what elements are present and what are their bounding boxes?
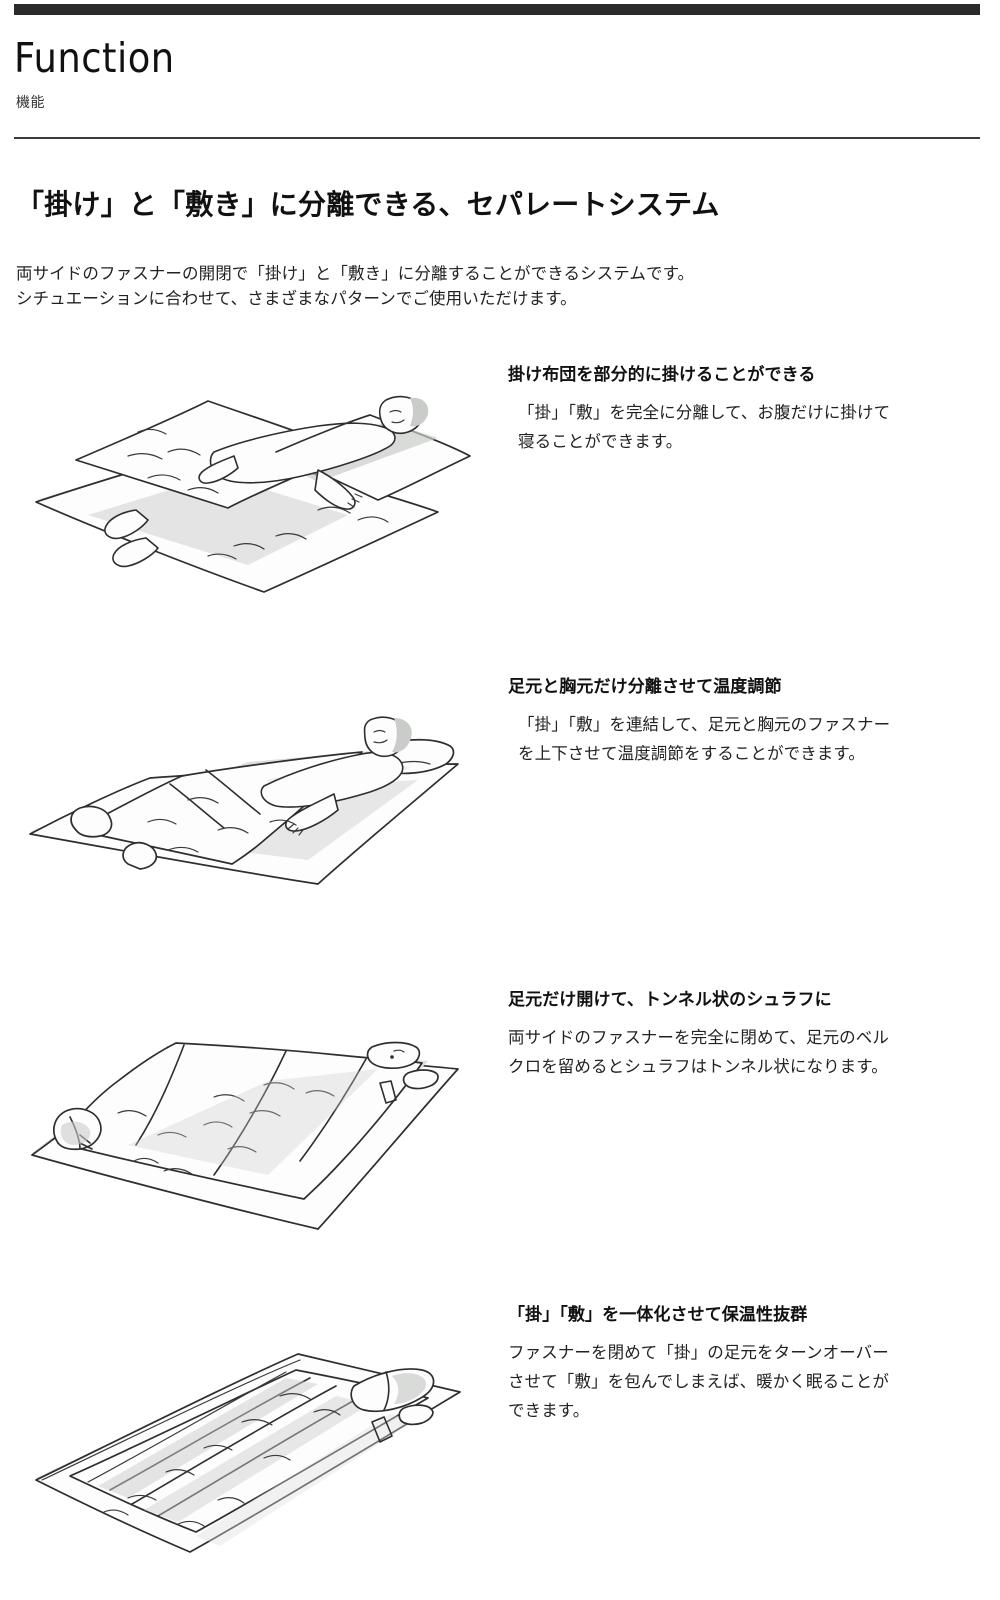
feature-body-4-line-1: ファスナーを閉めて「掛」の足元をターンオーバー <box>508 1344 889 1362</box>
page-title: Function <box>14 34 175 82</box>
page-subtitle: 機能 <box>16 94 45 110</box>
feature-title-4: 「掛」「敷」を一体化させて保温性抜群 <box>508 1305 808 1324</box>
lead-description: 両サイドのファスナーの開閉で「掛け」と「敷き」に分離することができるシステムです… <box>16 262 694 312</box>
feature-body-1-line-1: 「掛」「敷」を完全に分離して、お腹だけに掛けて <box>518 404 891 422</box>
feature-text-4: 「掛」「敷」を一体化させて保温性抜群 ファスナーを閉めて「掛」の足元をターンオー… <box>508 1300 978 1426</box>
feature-body-4-line-3: できます。 <box>508 1402 590 1420</box>
feature-text-1: 掛け布団を部分的に掛けることができる 「掛」「敷」を完全に分離して、お腹だけに掛… <box>508 360 978 457</box>
feature-body-4-line-2: させて「敷」を包んでしまえば、暖かく眠ることが <box>508 1373 889 1391</box>
tunnel-sleeping-bag-sketch-svg <box>31 1041 459 1230</box>
feature-title-3: 足元だけ開けて、トンネル状のシュラフに <box>508 990 832 1009</box>
lead-heading: 「掛け」と「敷き」に分離できる、セパレートシステム <box>16 189 720 220</box>
feature-body-2-line-1: 「掛」「敷」を連結して、足元と胸元のファスナー <box>518 716 891 734</box>
feature-text-3: 足元だけ開けて、トンネル状のシュラフに 両サイドのファスナーを完全に閉めて、足元… <box>508 985 978 1082</box>
feature-body-3-line-2: クロを留めるとシュラフはトンネル状になります。 <box>508 1058 888 1076</box>
feature-body-3-line-1: 両サイドのファスナーを完全に閉めて、足元のベル <box>508 1029 889 1047</box>
feature-text-2: 足元と胸元だけ分離させて温度調節 「掛」「敷」を連結して、足元と胸元のファスナー… <box>508 672 978 769</box>
feature-title-1: 掛け布団を部分的に掛けることができる <box>508 365 816 384</box>
feature-body-2: 「掛」「敷」を連結して、足元と胸元のファスナー を上下させて温度調節をすることが… <box>508 711 978 769</box>
turned-over-sleeping-bag-sketch-svg <box>35 1353 461 1553</box>
illustration-tunnel-sleeping-bag <box>18 985 488 1240</box>
lead-description-line-2: シチュエーションに合わせて、さまざまなパターンでご使用いただけます。 <box>16 290 577 308</box>
feature-body-1-line-2: 寝ることができます。 <box>518 433 683 451</box>
feature-body-2-line-2: を上下させて温度調節をすることができます。 <box>518 745 865 763</box>
header-divider <box>14 137 980 139</box>
illustration-separate-futon <box>18 360 488 610</box>
illustration-linked-futon <box>18 672 488 912</box>
feature-title-2: 足元と胸元だけ分離させて温度調節 <box>508 677 782 696</box>
lead-description-line-1: 両サイドのファスナーの開閉で「掛け」と「敷き」に分離することができるシステムです… <box>16 265 695 283</box>
feature-body-4: ファスナーを閉めて「掛」の足元をターンオーバー させて「敷」を包んでしまえば、暖… <box>508 1339 978 1426</box>
top-accent-bar <box>14 4 980 15</box>
feature-body-3: 両サイドのファスナーを完全に閉めて、足元のベル クロを留めるとシュラフはトンネル… <box>508 1024 978 1082</box>
linked-futon-sketch-svg <box>29 716 459 885</box>
feature-body-1: 「掛」「敷」を完全に分離して、お腹だけに掛けて 寝ることができます。 <box>508 399 978 457</box>
illustration-turned-over-sleeping-bag <box>18 1300 488 1560</box>
separate-futon-sketch-svg <box>35 395 471 593</box>
